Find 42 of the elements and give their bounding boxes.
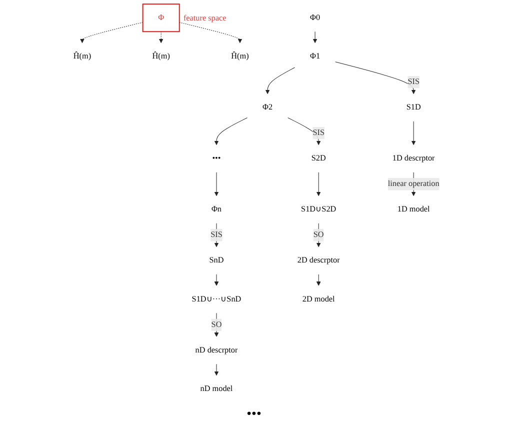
arrow	[214, 364, 219, 376]
edge-label: SIS	[210, 230, 222, 240]
node-caption: feature space	[183, 13, 226, 22]
node-text: 1D model	[397, 205, 430, 214]
node-text: SnD	[209, 256, 224, 265]
arrow	[316, 274, 321, 286]
node-text: Φn	[211, 205, 222, 214]
arrow	[158, 31, 164, 44]
arrow	[288, 118, 321, 146]
node-text: •••	[212, 154, 221, 163]
node-text: Φ0	[310, 13, 320, 22]
ellipsis-label: •••	[246, 407, 262, 422]
arrow	[214, 172, 219, 196]
node-box: Φ	[142, 4, 180, 32]
edge-label: SIS	[312, 128, 324, 138]
node-text: Ĥ(m)	[152, 52, 170, 61]
node-text: Φ2	[262, 103, 272, 112]
arrow	[214, 118, 248, 146]
node-text: S1D∪S2D	[300, 205, 336, 214]
arrow	[179, 22, 242, 44]
node-text: nD descrptor	[195, 346, 238, 354]
node-text: S2D	[311, 154, 326, 163]
node-text: 2D descrptor	[297, 256, 340, 265]
edge-label: SO	[211, 320, 222, 329]
arrow	[335, 62, 416, 94]
arrow	[265, 67, 295, 94]
node-text: S1D∪···∪SnD	[192, 294, 242, 304]
node-text: S1D	[406, 103, 421, 112]
arrow	[411, 121, 416, 146]
node-text: 2D model	[302, 294, 335, 304]
node-text: Ĥ(m)	[73, 52, 91, 61]
arrow	[312, 31, 318, 44]
edge-label: SIS	[408, 78, 420, 86]
arrow	[80, 22, 143, 44]
arrow	[214, 274, 219, 286]
node-text: Φ1	[310, 52, 320, 61]
node-text: 1D descrptor	[392, 154, 435, 163]
edge-label: SO	[313, 230, 324, 240]
edge-label: linear operation	[388, 180, 440, 188]
node-text: Ĥ(m)	[231, 52, 249, 61]
arrow	[316, 172, 321, 196]
node-text: nD model	[200, 384, 233, 394]
